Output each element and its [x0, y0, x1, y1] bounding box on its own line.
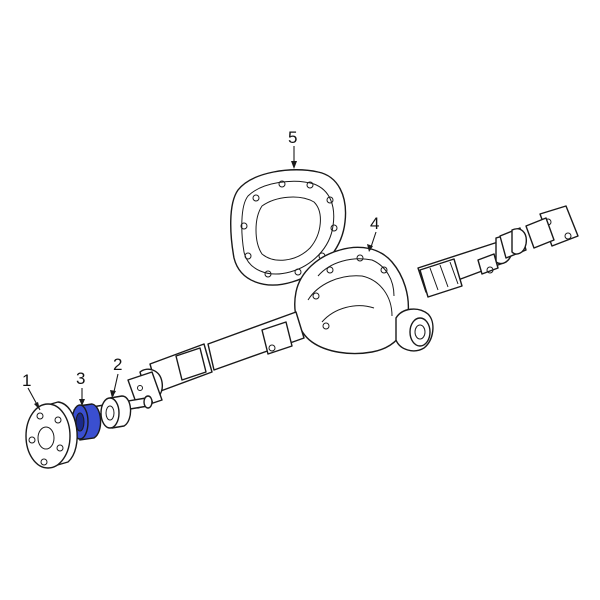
callout-5: 5: [288, 128, 297, 147]
callout-3: 3: [76, 369, 85, 388]
part-2-bearing[interactable]: [100, 395, 132, 429]
part-1-hub-flange[interactable]: [25, 401, 78, 469]
callout-4: 4: [370, 214, 379, 233]
callout-2: 2: [113, 355, 122, 374]
callout-leaders: [27, 146, 377, 411]
callout-1: 1: [22, 371, 31, 390]
part-4-axle-housing[interactable]: [127, 205, 579, 409]
